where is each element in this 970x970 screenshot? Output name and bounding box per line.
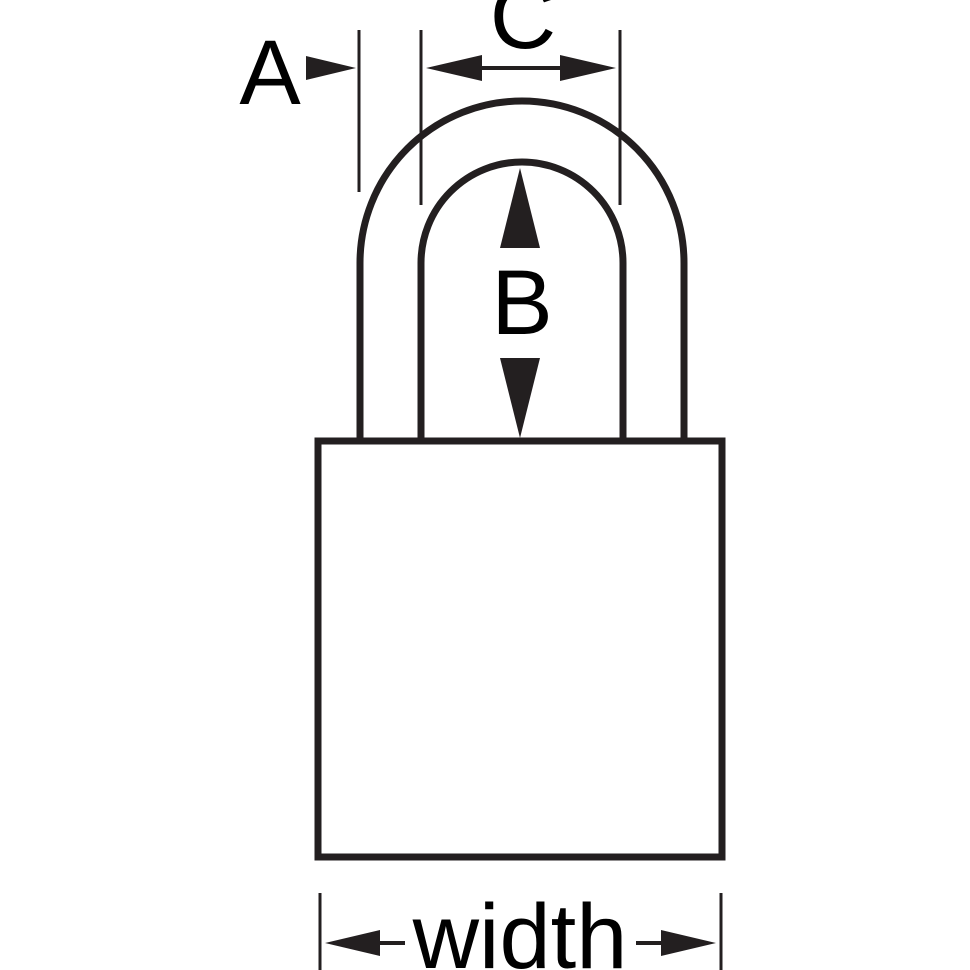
width-label: width: [412, 886, 628, 970]
dimension-b-label: B: [491, 252, 552, 354]
dimension-a-label: A: [239, 22, 301, 124]
lock-body: [314, 437, 726, 861]
width-arrow-right: [661, 930, 716, 956]
width-arrow-left: [325, 930, 380, 956]
shackle-outer: [356, 97, 688, 440]
dimension-b-arrow-up: [500, 168, 540, 248]
shackle-inner: [417, 158, 627, 440]
dimension-a-arrow: [306, 56, 356, 80]
dimension-b-arrow-down: [500, 358, 540, 438]
dimension-c-label: C: [490, 0, 556, 68]
dimension-c-arrow-left: [426, 55, 482, 81]
dimension-c-arrow-right: [560, 55, 616, 81]
